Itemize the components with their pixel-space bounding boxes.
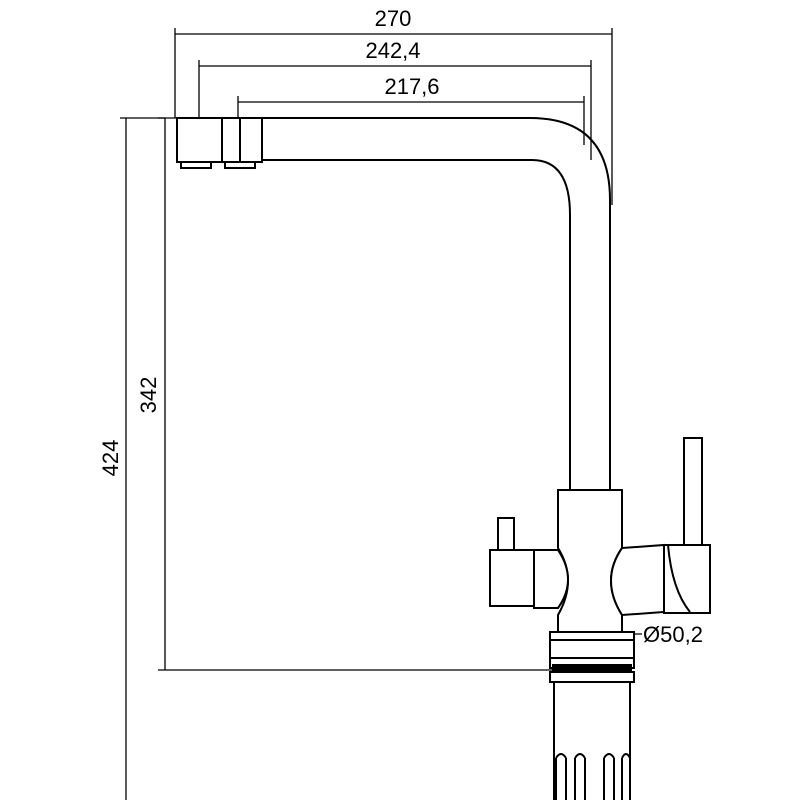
spout-width-label: 217,6 [384, 74, 439, 99]
mid-width-label: 242,4 [365, 38, 420, 63]
base-diameter-label: Ø50,2 [643, 622, 703, 647]
faucet-base-collar [549, 631, 635, 683]
left-handle [489, 517, 569, 609]
faucet-shank [553, 682, 631, 800]
spout-height-label: 342 [136, 377, 161, 414]
dimension-overall-height: 424 [98, 117, 165, 800]
faucet-body [557, 489, 623, 633]
faucet-spout [176, 117, 611, 490]
overall-width-label: 270 [375, 6, 412, 31]
right-handle [610, 437, 711, 617]
dimension-spout-width: 217,6 [237, 74, 585, 145]
dimension-overall-width: 270 [174, 6, 613, 205]
overall-height-label: 424 [98, 440, 123, 477]
dimension-mid-width: 242,4 [198, 38, 592, 160]
dimension-spout-height: 342 [136, 117, 560, 671]
